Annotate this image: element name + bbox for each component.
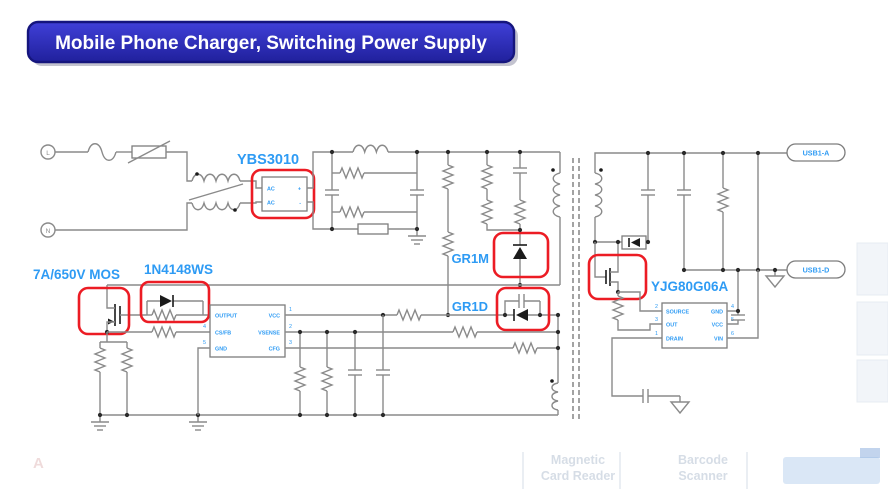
ghost-item-magnetic-1: Magnetic	[551, 453, 605, 467]
banner-box	[26, 20, 516, 64]
ac-input-section: L N	[40, 140, 262, 238]
neutral-terminal-label: N	[46, 228, 51, 235]
vcc-diode-gr1d	[513, 309, 528, 321]
usb-d-label: USB1-D	[803, 266, 830, 275]
ghost-item-barcode-1: Barcode	[678, 453, 728, 467]
ctrl-pin-num-1: 1	[289, 307, 292, 313]
ghost-button[interactable]	[783, 457, 880, 484]
gate-diode-network: 1N4148WS	[139, 262, 213, 324]
snubber-clamp: GR1M	[451, 149, 550, 288]
bridge-rectifier: YBS3010 AC AC + -	[237, 152, 316, 220]
startup-resistors	[442, 149, 454, 318]
ghost-tab	[860, 448, 880, 458]
ghost-overlay: A Magnetic Card Reader Barcode Scanner	[33, 242, 888, 489]
sync-pin-num-4: 4	[731, 304, 734, 310]
filter-inductor	[352, 144, 389, 155]
vcc-supply: GR1D	[285, 286, 561, 332]
ctrl-pin-gnd: GND	[215, 347, 227, 353]
sync-pin-out: OUT	[666, 323, 678, 329]
usb-a-label: USB1-A	[803, 149, 830, 158]
ghost-item-barcode-2: Scanner	[678, 469, 727, 483]
gr1m-label: GR1M	[451, 251, 489, 266]
primary-winding	[552, 172, 561, 218]
ctrl-pin-vcc: VCC	[269, 314, 280, 320]
sync-pin-vin: VIN	[714, 337, 723, 343]
ctrl-pin-num-4: 4	[203, 324, 206, 330]
earth-ground-icon	[188, 414, 208, 431]
sync-pin-num-6: 6	[731, 331, 734, 337]
ghost-panel	[856, 242, 888, 296]
bridge-pin-ac2: AC	[267, 201, 275, 207]
aux-winding	[551, 382, 559, 411]
clamp-diode-gr1m	[513, 244, 527, 259]
title-banner: Mobile Phone Charger, Switching Power Su…	[26, 20, 518, 66]
highlight-gate-diode	[139, 280, 211, 324]
page-title: Mobile Phone Charger, Switching Power Su…	[55, 33, 487, 54]
secondary-output	[592, 150, 787, 288]
ctrl-pin-num-5: 5	[203, 340, 206, 346]
sense-network	[90, 326, 558, 431]
ghost-panel	[856, 301, 888, 356]
bridge-pin-ac1: AC	[267, 187, 275, 193]
usb-a-terminal	[786, 143, 846, 162]
bridge-pin-neg: -	[299, 201, 301, 207]
gr1d-label: GR1D	[452, 299, 488, 314]
highlight-sync-mosfet	[587, 253, 648, 301]
highlight-gr1d	[495, 286, 551, 332]
ctrl-pin-vsense: VSENSE	[258, 331, 280, 337]
output-terminals: USB1-A USB1-D	[786, 143, 846, 279]
sync-rectifier	[587, 239, 690, 414]
ctrl-pin-num-3: 3	[289, 340, 292, 346]
gate-diode	[160, 295, 172, 307]
sync-pin-source: SOURCE	[666, 310, 689, 316]
sync-pin-num-1: 1	[655, 331, 658, 337]
signal-ground-icon	[670, 395, 690, 414]
highlight-mosfet	[77, 286, 131, 336]
sync-pin-vcc: VCC	[712, 323, 723, 329]
controller-box	[209, 304, 286, 358]
ctrl-pin-csfb: CS/FB	[215, 331, 231, 337]
mosfet-label: 7A/650V MOS	[33, 267, 120, 282]
sync-pin-num-3: 3	[655, 317, 658, 323]
sync-pin-num-2: 2	[655, 304, 658, 310]
bridge-pin-pos: +	[298, 187, 301, 193]
ctrl-pin-output: OUTPUT	[215, 314, 238, 320]
sync-ic-box	[661, 302, 728, 349]
ghost-item-magnetic-2: Card Reader	[541, 469, 615, 483]
secondary-winding	[594, 172, 603, 218]
sync-pin-drain: DRAIN	[666, 337, 683, 343]
usb-d-terminal	[786, 260, 846, 279]
fuse-symbol	[87, 143, 117, 161]
bridge-box	[261, 176, 308, 212]
earth-ground-icon	[407, 228, 427, 245]
controller-ic: OUTPUT CS/FB GND VCC VSENSE CFG 4 5 1 2 …	[197, 304, 292, 415]
ctrl-pin-cfg: CFG	[269, 347, 280, 353]
primary-mosfet: 7A/650V MOS	[33, 267, 560, 336]
gate-diode-label: 1N4148WS	[144, 262, 213, 277]
signal-ground-icon	[765, 269, 785, 288]
ctrl-pin-num-2: 2	[289, 324, 292, 330]
ghost-panel	[856, 359, 888, 403]
ghost-letter: A	[33, 455, 44, 472]
common-mode-choke	[188, 172, 244, 212]
bleed-resistor	[357, 223, 389, 235]
output-diode	[631, 238, 640, 247]
sync-pin-gnd: GND	[711, 310, 723, 316]
highlight-gr1m	[492, 231, 550, 279]
input-filter	[307, 144, 560, 245]
earth-ground-icon	[90, 414, 110, 431]
highlight-bridge	[250, 168, 316, 220]
sync-ic-label: YJG80G06A	[651, 279, 729, 294]
sync-ic: YJG80G06A SOURCE OUT DRAIN GND VCC VIN 2…	[651, 267, 759, 349]
line-terminal-label: L	[46, 150, 50, 157]
bias-network	[285, 315, 561, 418]
bridge-label: YBS3010	[237, 152, 299, 168]
